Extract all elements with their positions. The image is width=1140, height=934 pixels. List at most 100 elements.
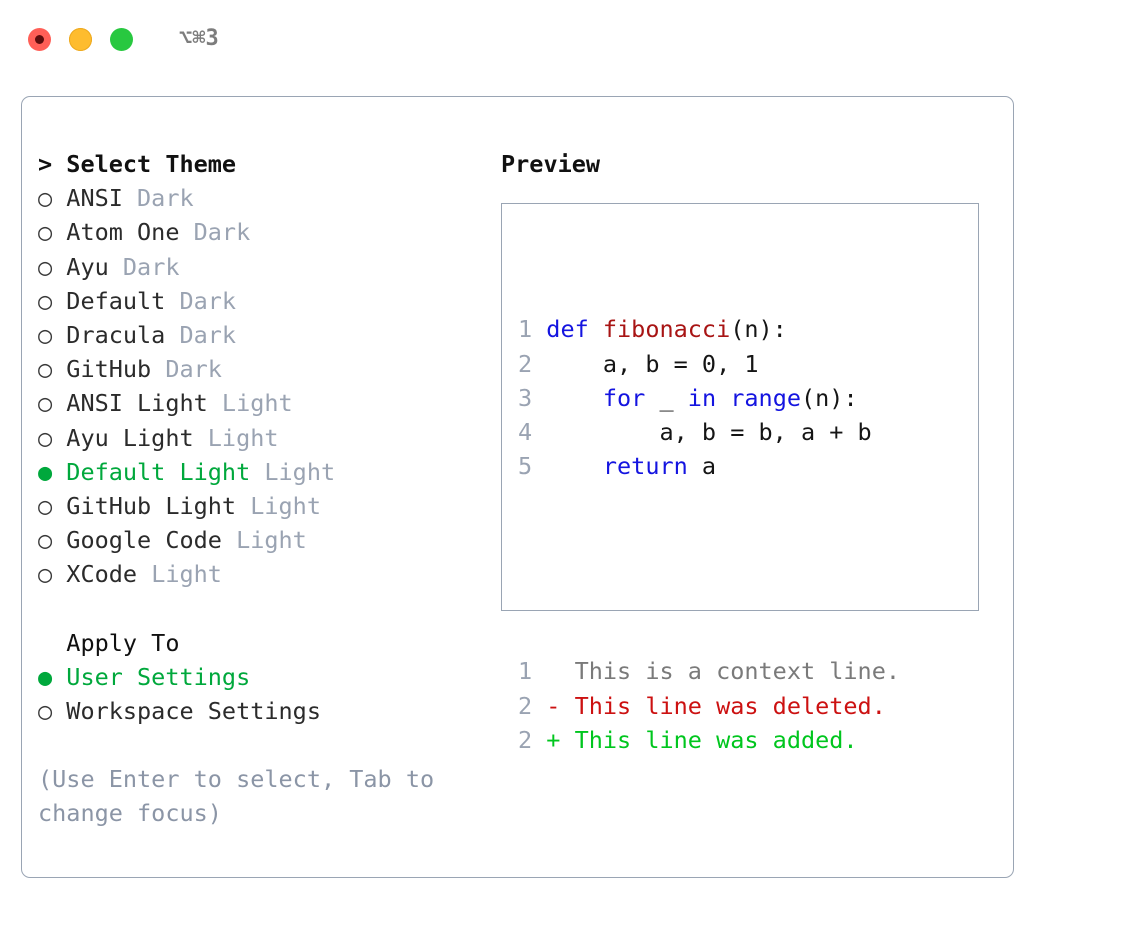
theme-option-category: Light: [137, 560, 222, 589]
close-window-button[interactable]: [28, 27, 51, 51]
code-token: [546, 384, 603, 412]
radio-unselected-icon: ○: [38, 184, 67, 213]
code-line: 2 a, b = 0, 1: [518, 347, 900, 381]
theme-option-category: Dark: [165, 286, 237, 315]
gutter-space: [532, 315, 546, 343]
theme-option-category: Dark: [165, 321, 237, 350]
code-token: - This line was deleted.: [546, 691, 886, 720]
apply-option-1[interactable]: ○ Workspace Settings: [38, 694, 498, 728]
radio-unselected-icon: ○: [38, 697, 67, 726]
theme-option-2[interactable]: ○ Ayu Dark: [38, 250, 498, 284]
radio-unselected-icon: ○: [38, 423, 67, 452]
theme-list: ○ ANSI Dark○ Atom One Dark○ Ayu Dark○ De…: [38, 181, 498, 591]
line-number: 2: [518, 725, 533, 754]
line-number: 2: [518, 349, 533, 378]
code-token: [546, 452, 603, 480]
gutter-space: [532, 418, 546, 446]
maximize-window-button[interactable]: [110, 27, 133, 51]
code-token: for: [602, 383, 646, 412]
theme-option-label: GitHub: [66, 355, 152, 384]
code-token: + This line was added.: [546, 725, 858, 754]
radio-unselected-icon: ○: [38, 526, 67, 555]
line-number: 4: [518, 418, 533, 447]
theme-option-label: Ayu: [66, 252, 109, 281]
code-line: 3 for _ in range(n):: [518, 381, 900, 415]
code-token: a: [687, 452, 717, 481]
theme-option-category: Dark: [179, 218, 251, 247]
apply-to-header: Apply To: [38, 628, 180, 657]
main-panel: > Select Theme ○ ANSI Dark○ Atom One Dar…: [21, 96, 1014, 878]
line-number: 1: [518, 315, 533, 344]
theme-option-category: Light: [207, 389, 293, 418]
preview-column: Preview: [501, 147, 1001, 181]
apply-option-label: Workspace Settings: [66, 697, 321, 726]
gutter-space: [532, 692, 546, 720]
theme-option-3[interactable]: ○ Default Dark: [38, 284, 498, 318]
keyboard-hint-text: (Use Enter to select, Tab to change focu…: [38, 765, 435, 828]
radio-unselected-icon: ○: [38, 389, 67, 418]
theme-option-label: XCode: [66, 560, 138, 589]
radio-unselected-icon: ○: [38, 252, 67, 281]
code-token: a, b = b, a + b: [546, 418, 872, 447]
minimize-window-button[interactable]: [69, 27, 92, 51]
theme-option-4[interactable]: ○ Dracula Dark: [38, 318, 498, 352]
theme-option-category: Dark: [122, 184, 194, 213]
theme-option-label: Dracula: [66, 321, 166, 350]
radio-unselected-icon: ○: [38, 218, 67, 247]
theme-option-category: Light: [221, 526, 307, 555]
theme-option-7[interactable]: ○ Ayu Light Light: [38, 421, 498, 455]
code-token: This is a context line.: [546, 657, 901, 686]
theme-option-label: Default: [66, 286, 166, 315]
radio-unselected-icon: ○: [38, 321, 67, 350]
apply-option-0[interactable]: ● User Settings: [38, 660, 498, 694]
theme-option-1[interactable]: ○ Atom One Dark: [38, 215, 498, 249]
theme-option-9[interactable]: ○ GitHub Light Light: [38, 489, 498, 523]
list-spacer: [38, 592, 498, 626]
theme-option-6[interactable]: ○ ANSI Light Light: [38, 386, 498, 420]
line-number: 3: [518, 383, 533, 412]
gutter-space: [532, 350, 546, 378]
theme-option-0[interactable]: ○ ANSI Dark: [38, 181, 498, 215]
radio-unselected-icon: ○: [38, 560, 67, 589]
code-token: _: [645, 383, 688, 412]
gutter-space: [532, 384, 546, 412]
code-token: range: [730, 383, 801, 412]
theme-option-category: Light: [236, 492, 321, 521]
gutter-space: [532, 726, 546, 754]
code-token: a, b = 0, 1: [546, 349, 759, 378]
code-token: (n):: [801, 383, 858, 412]
diff-line: 1 This is a context line.: [518, 654, 900, 688]
theme-option-label: Atom One: [66, 218, 180, 247]
gutter-space: [532, 657, 546, 685]
title-bar: ⌥⌘3: [0, 0, 1140, 78]
theme-option-label: ANSI: [66, 184, 123, 213]
code-token: def: [546, 315, 603, 344]
theme-option-category: Dark: [108, 252, 180, 281]
theme-option-11[interactable]: ○ XCode Light: [38, 557, 498, 591]
code-token: fibonacci: [602, 315, 731, 344]
radio-selected-icon: ●: [38, 663, 67, 692]
theme-option-5[interactable]: ○ GitHub Dark: [38, 352, 498, 386]
diff-line: 2 + This line was added.: [518, 723, 900, 757]
code-token: return: [602, 452, 688, 481]
radio-unselected-icon: ○: [38, 286, 67, 315]
apply-to-list: ● User Settings○ Workspace Settings: [38, 660, 498, 728]
code-line: 1 def fibonacci(n):: [518, 312, 900, 346]
gutter-space: [532, 452, 546, 480]
radio-unselected-icon: ○: [38, 355, 67, 384]
theme-option-label: Ayu Light: [66, 423, 194, 452]
theme-option-10[interactable]: ○ Google Code Light: [38, 523, 498, 557]
theme-option-8[interactable]: ● Default Light Light: [38, 455, 498, 489]
traffic-lights: [28, 27, 133, 51]
diff-line: 2 - This line was deleted.: [518, 689, 900, 723]
select-theme-header: > Select Theme: [38, 150, 237, 178]
theme-selector-column: > Select Theme ○ ANSI Dark○ Atom One Dar…: [38, 147, 498, 728]
radio-selected-icon: ●: [38, 457, 67, 486]
code-diff-gap: [518, 552, 900, 586]
theme-option-category: Light: [193, 423, 279, 452]
code-token: [716, 384, 730, 412]
code-line: 4 a, b = b, a + b: [518, 415, 900, 449]
